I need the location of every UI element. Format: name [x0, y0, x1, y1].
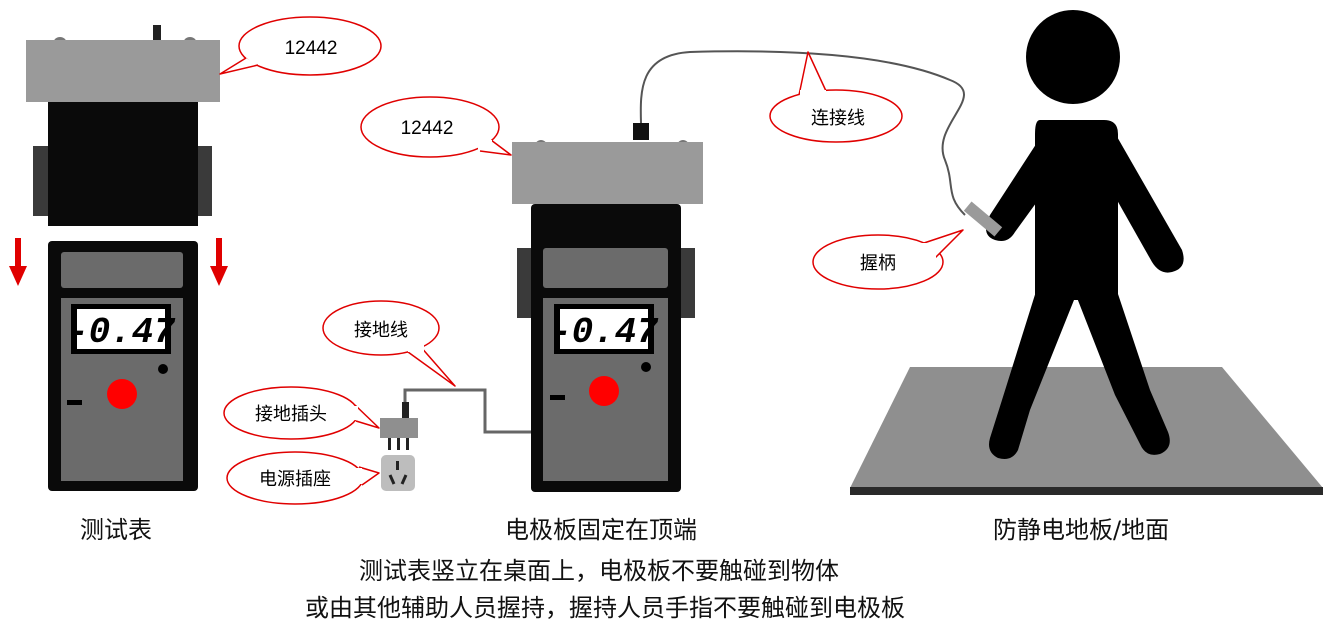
note-line-2: 或由其他辅助人员握持，握持人员手指不要触碰到电极板: [305, 594, 905, 622]
center-power-button[interactable]: [589, 376, 619, 406]
center-electrode-plate: [512, 142, 703, 204]
power-socket-icon: [381, 455, 415, 491]
caption-meter: 测试表: [80, 516, 152, 544]
callout-power-socket: 电源插座: [226, 451, 380, 505]
note-line-1: 测试表竖立在桌面上，电极板不要触碰到物体: [359, 557, 839, 585]
caption-electrode-top: 电极板固定在顶端: [505, 516, 697, 544]
left-power-button[interactable]: [107, 379, 137, 409]
connection-wire: [639, 50, 966, 216]
center-indicator-dot: [641, 362, 651, 372]
left-minus-mark: [67, 400, 82, 405]
ground-plug: [380, 402, 418, 450]
callout-ground-plug: 接地插头: [223, 386, 380, 440]
caption-floor: 防静电地板/地面: [993, 516, 1170, 544]
left-side-grip: [33, 146, 48, 216]
left-side-grip: [198, 146, 212, 216]
callout-electrode-label: 12442: [360, 96, 512, 158]
electrode-label-text: 12442: [401, 118, 454, 139]
arrow-down-icon: [9, 238, 27, 286]
arrow-down-icon: [210, 238, 228, 286]
ground-plug-text: 接地插头: [255, 404, 327, 425]
ground-wire: [403, 388, 531, 434]
center-side-grip: [517, 248, 531, 318]
meter-label-text: 12442: [285, 38, 338, 59]
left-lcd-screen: [77, 309, 165, 349]
ground-wire-text: 接地线: [354, 320, 408, 341]
callout-meter-label: 12442: [219, 16, 382, 76]
power-socket-text: 电源插座: [259, 469, 331, 490]
center-lcd-reading: -0.47: [550, 312, 658, 353]
left-connector-stub: [153, 25, 161, 43]
center-connector: [633, 123, 649, 140]
antistatic-floor: [850, 367, 1323, 495]
handle-grip: [963, 201, 1003, 237]
center-meter-assembly: -0.47: [512, 123, 703, 492]
left-electrode-plate: [26, 40, 220, 102]
left-meter-top-body: [48, 102, 198, 226]
left-indicator-dot: [158, 364, 168, 374]
center-side-grip: [681, 248, 695, 318]
center-lcd-screen: [560, 309, 648, 349]
center-meter-top-panel: [543, 248, 668, 288]
handle-text: 握柄: [860, 253, 896, 274]
callout-connection-wire: 连接线: [769, 51, 903, 143]
callout-ground-wire: 接地线: [322, 300, 456, 387]
left-lcd-reading: -0.47: [67, 312, 175, 353]
connection-wire-text: 连接线: [811, 108, 865, 129]
left-meter-assembly: -0.47: [9, 25, 228, 491]
person-silhouette-icon: [986, 10, 1184, 459]
callout-handle: 握柄: [812, 229, 964, 290]
left-meter-top-panel: [61, 252, 183, 288]
center-minus-mark: [550, 395, 565, 400]
